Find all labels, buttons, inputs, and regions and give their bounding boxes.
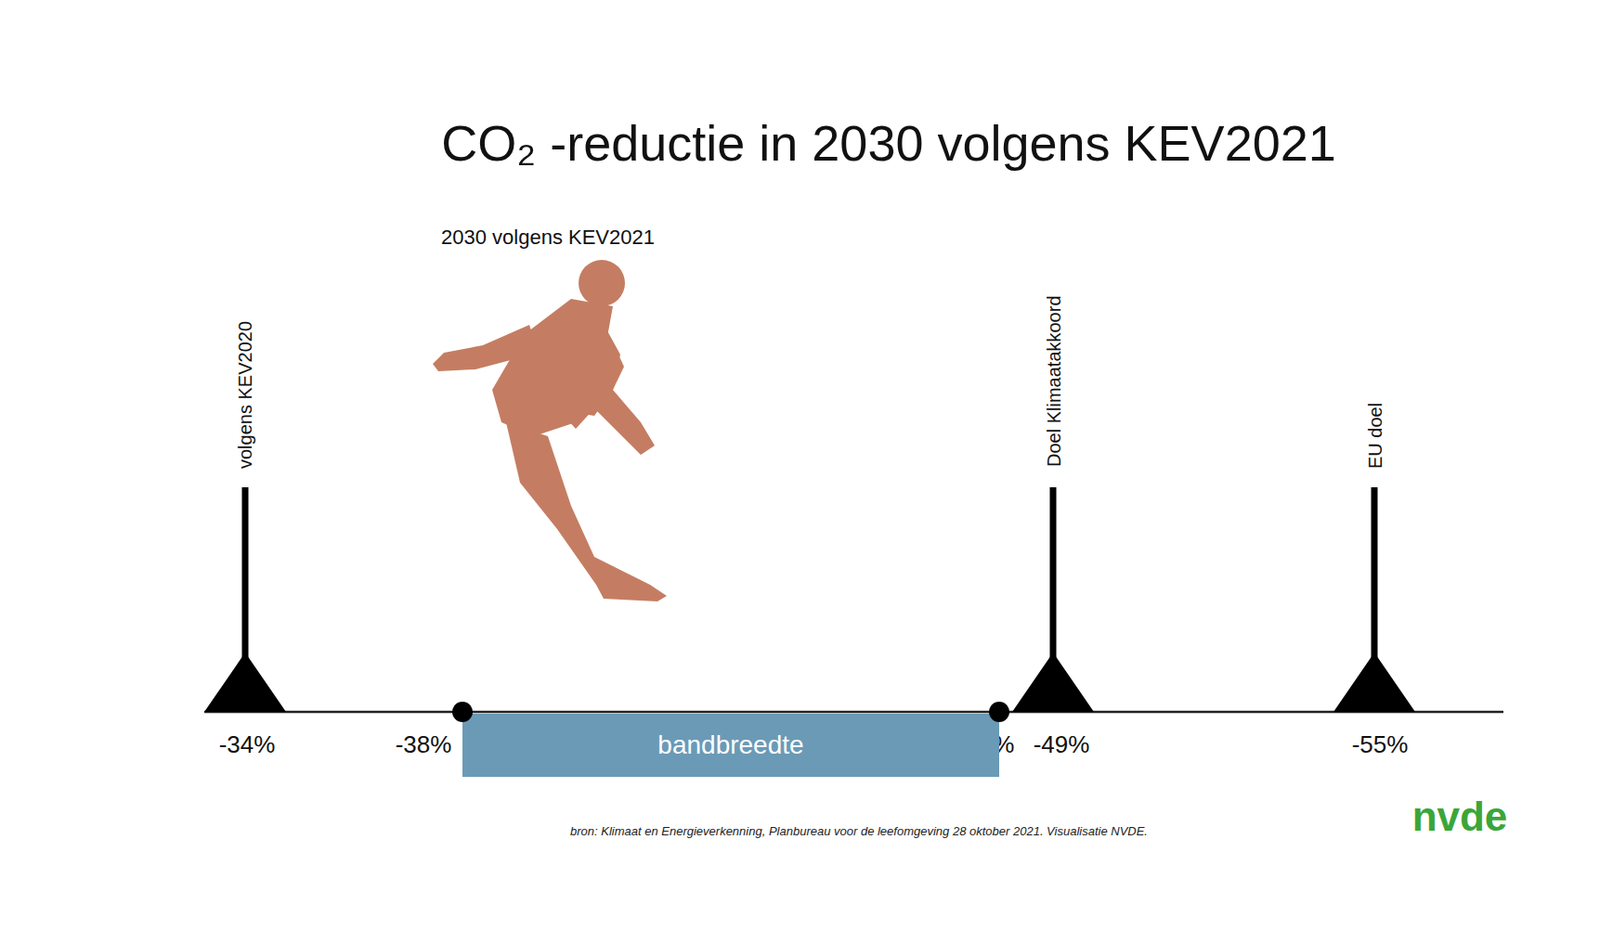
range-band: bandbreedte — [462, 714, 1000, 778]
marker-label: Doel Klimaatakkoord — [1043, 295, 1066, 468]
runner-figure — [432, 260, 667, 602]
marker-triangle — [1012, 652, 1094, 713]
marker-label: volgens KEV2020 — [234, 321, 257, 469]
marker-pole — [1371, 487, 1379, 660]
figure-label: 2030 volgens KEV2021 — [441, 225, 655, 249]
marker-triangle — [1333, 652, 1416, 713]
percent-label: -34% — [219, 731, 276, 760]
marker-pole — [1050, 487, 1057, 660]
diagram-title: CO₂ -reductie in 2030 volgens KEV2021 — [441, 114, 1337, 172]
axis-line — [204, 711, 1504, 715]
percent-label: -55% — [1352, 731, 1409, 760]
logo-text: nvde — [1412, 793, 1509, 842]
source-caption: bron: Klimaat en Energieverkenning, Plan… — [570, 825, 1148, 840]
runner-leg — [557, 352, 655, 456]
band-label: bandbreedte — [657, 730, 804, 761]
runner-head — [578, 260, 625, 307]
runner-arm — [432, 325, 539, 372]
marker-pole — [242, 487, 249, 660]
percent-label: -49% — [1033, 731, 1091, 760]
marker-label: EU doel — [1365, 403, 1387, 469]
marker-triangle — [204, 652, 287, 713]
percent-label: -38% — [395, 731, 453, 760]
runner-leg — [506, 422, 667, 602]
